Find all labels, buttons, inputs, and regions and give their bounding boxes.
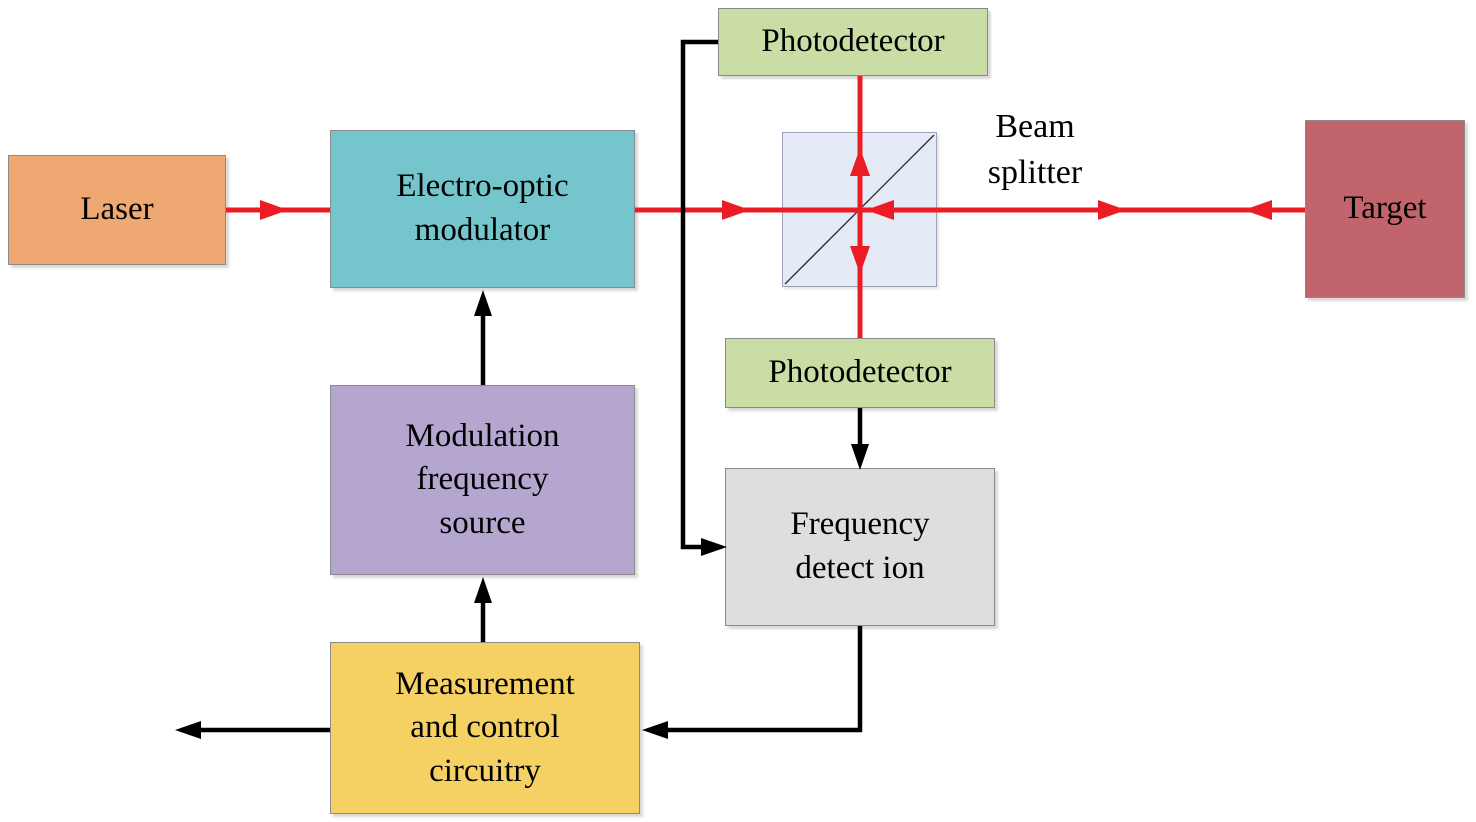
signal-arrowhead-up: [474, 577, 492, 603]
signal-photodetector-top-to-frequency-detection: [680, 39, 718, 550]
node-measurement-control: Measurement and control circuitry: [330, 642, 640, 814]
node-beam-splitter: [782, 132, 937, 287]
node-electro-optic-modulator: Electro-optic modulator: [330, 130, 635, 288]
signal-arrowhead-right: [701, 538, 727, 556]
beam-splitter-label: Beam splitter: [987, 108, 1083, 191]
signal-frequency-detection-to-measurement: [666, 626, 863, 733]
node-target: Target: [1305, 120, 1465, 298]
beam-arrowhead-left: [1244, 200, 1272, 220]
signal-arrowhead-left: [175, 721, 201, 739]
signal-arrowhead-left: [642, 721, 668, 739]
beam-arrowhead-right: [722, 200, 750, 220]
node-photodetector-bottom: Photodetector: [725, 338, 995, 408]
node-frequency-detection: Frequency detect ion: [725, 468, 995, 626]
node-laser: Laser: [8, 155, 226, 265]
signal-arrowhead-up: [474, 290, 492, 316]
node-modulation-frequency-source: Modulation frequency source: [330, 385, 635, 575]
node-photodetector-top: Photodetector: [718, 8, 988, 76]
signal-arrowhead-down: [851, 444, 869, 470]
beam-arrowhead-right: [260, 200, 288, 220]
